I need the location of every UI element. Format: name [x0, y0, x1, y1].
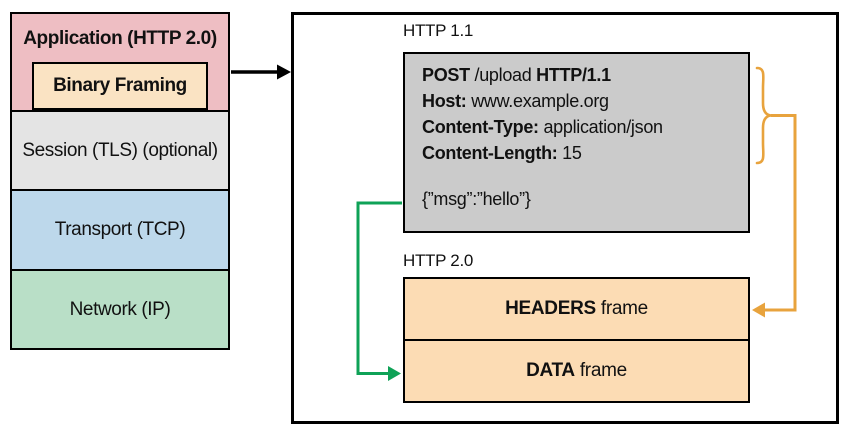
stack-layer-binary-framing: Binary Framing [32, 62, 208, 110]
headers-frame-box: HEADERS frame [403, 277, 750, 341]
stack-layer-session: Session (TLS) (optional) [10, 110, 230, 191]
data-frame-box: DATA frame [403, 338, 750, 403]
header-value-content-type: application/json [538, 117, 663, 137]
header-value-host: www.example.org [466, 91, 609, 111]
application-layer-label: Application (HTTP 2.0) [23, 28, 217, 49]
request-line-content-length: Content-Length: 15 [422, 140, 663, 166]
binary-framing-to-panel-arrow [231, 64, 291, 80]
stack-layer-transport: Transport (TCP) [10, 189, 230, 271]
transport-layer-label: Transport (TCP) [54, 219, 186, 240]
data-frame-label-rest: frame [574, 359, 627, 381]
http11-request-box: POST /upload HTTP/1.1 Host: www.example.… [403, 52, 750, 233]
stack-layer-network: Network (IP) [10, 269, 230, 350]
http11-request-body: {”msg”:”hello”} [422, 189, 531, 209]
http11-section-label: HTTP 1.1 [403, 21, 474, 40]
request-line-start: POST /upload HTTP/1.1 [422, 62, 663, 88]
data-frame-label: DATA frame [526, 360, 627, 382]
headers-frame-label: HEADERS frame [505, 298, 648, 320]
headers-frame-label-bold: HEADERS [505, 298, 596, 319]
network-layer-label: Network (IP) [69, 298, 171, 320]
request-path: /upload [469, 65, 537, 85]
header-name-content-type: Content-Type: [422, 117, 539, 137]
header-name-content-length: Content-Length: [422, 143, 558, 163]
binary-framing-label: Binary Framing [53, 75, 187, 96]
request-version: HTTP/1.1 [536, 65, 611, 85]
http11-request-headers: POST /upload HTTP/1.1 Host: www.example.… [422, 62, 663, 166]
http20-section-label: HTTP 2.0 [403, 251, 474, 270]
headers-frame-label-rest: frame [595, 298, 648, 319]
data-frame-label-bold: DATA [526, 359, 575, 381]
session-layer-label: Session (TLS) (optional) [22, 139, 218, 161]
header-value-content-length: 15 [557, 143, 582, 163]
request-method: POST [422, 65, 470, 85]
request-line-content-type: Content-Type: application/json [422, 114, 663, 140]
request-line-host: Host: www.example.org [422, 88, 663, 114]
header-name-host: Host: [422, 91, 467, 111]
